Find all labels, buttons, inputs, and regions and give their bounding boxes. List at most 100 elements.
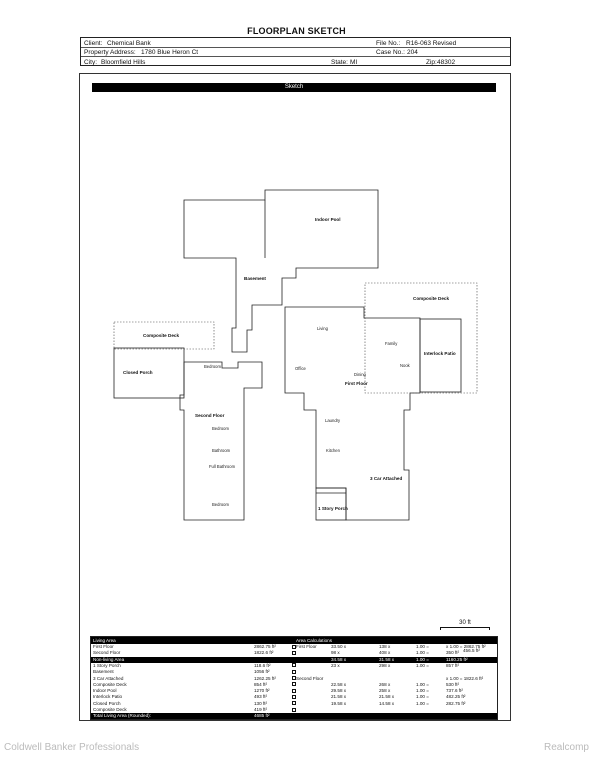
cell-dim2: 14.58 x <box>379 700 395 706</box>
label-bedroom-1: Bedroom <box>204 364 222 369</box>
cell-name: First Floor <box>93 644 114 649</box>
story-porch-outline <box>315 487 347 521</box>
cell-dim2: 138 x <box>379 644 391 649</box>
cell-name: Total Living Area (Rounded): <box>93 713 151 719</box>
checkbox-icon[interactable] <box>292 669 296 674</box>
table-row: Composite Deck 419 ft² <box>91 707 497 713</box>
composite-deck-left-outline <box>113 321 215 350</box>
checkbox-icon[interactable] <box>292 676 296 680</box>
checkbox-icon[interactable] <box>292 644 296 649</box>
checkbox-icon[interactable] <box>292 650 296 655</box>
checkbox-icon[interactable] <box>292 663 296 668</box>
cell-area: 493 ft² <box>254 694 268 700</box>
label-full-bathroom: Full Bathroom <box>209 464 236 469</box>
cell-name: 1 Story Porch <box>93 662 121 668</box>
cell-fac: 1.00 = <box>416 644 429 649</box>
state-label: State: <box>331 58 348 66</box>
cell-area: 1270 ft² <box>254 688 270 694</box>
cell-area: 419 ft² <box>254 707 268 712</box>
cell-area: 2862.75 ft² <box>254 644 276 649</box>
cell-res: 282.75 ft² <box>446 700 466 706</box>
label-indoor-pool: Indoor Pool <box>315 217 341 222</box>
cell-name: Second Floor <box>93 650 121 656</box>
cell-dim: 33.50 x <box>331 644 347 649</box>
cell-dim2: 31.58 x <box>379 656 395 662</box>
header-row-address: Property Address: 1780 Blue Heron Ct Cas… <box>81 48 510 58</box>
table-row: 1 Story Porch 118.6 ft² 23 x 298 x 1.00 = 857… <box>91 663 497 669</box>
label-story-porch: 1 Story Porch <box>318 506 348 511</box>
cell-res2: 456.5 ft² <box>463 648 480 653</box>
cell-dim: 23 x <box>331 662 340 668</box>
cell-area: 130 ft² <box>254 700 268 706</box>
file-value: R16-063 Revised <box>406 39 457 47</box>
basement-outline <box>183 189 379 353</box>
checkbox-icon[interactable] <box>292 682 296 687</box>
header-row-city: City: Bloomfield Hills State: MI Zip: 48… <box>81 57 510 67</box>
cell-dim2: 298 x <box>379 662 391 668</box>
header-box: Client: Chemical Bank File No.: R16-063 … <box>80 37 511 66</box>
cell-name: Interlock Patio <box>93 694 123 700</box>
scale-indicator: 30 ft <box>440 620 490 630</box>
cell-area: 1262.25 ft² <box>254 675 276 681</box>
client-label: Client: <box>84 39 103 47</box>
cell-fac: 1.00 = <box>416 662 429 668</box>
sketch-frame <box>79 73 511 721</box>
cell-dim: 19.58 x <box>331 700 347 706</box>
case-label: Case No.: <box>376 49 405 57</box>
cell-dim2: 258 x <box>379 688 391 694</box>
file-label: File No.: <box>376 39 401 47</box>
cell-name: Indoor Pool <box>93 688 117 694</box>
label-interlock-patio: Interlock Patio <box>424 351 456 356</box>
city-label: City: <box>84 58 97 66</box>
label-nook: Nook <box>400 363 411 368</box>
footer-brokerage: Coldwell Banker Professionals <box>4 742 140 753</box>
label-kitchen: Kitchen <box>326 448 341 453</box>
header-row-client: Client: Chemical Bank File No.: R16-063 … <box>81 38 510 48</box>
cell-fac: 1.00 = <box>416 681 429 687</box>
zip-label: Zip: <box>426 58 437 66</box>
label-closed-porch: Closed Porch <box>123 370 153 375</box>
cell-res: 737.6 ft² <box>446 688 463 694</box>
first-floor-outline <box>284 306 421 521</box>
table-row: Total Living Area (Rounded): 4685 ft² <box>91 713 497 720</box>
cell-dim2: 408 x <box>379 650 391 656</box>
checkbox-icon[interactable] <box>292 688 296 693</box>
checkbox-icon[interactable] <box>292 694 296 699</box>
cell-fac: 1.00 = <box>416 650 429 656</box>
cell-area: 1056 ft² <box>254 669 270 675</box>
cell-area: 4685 ft² <box>254 713 270 719</box>
cell-sec: First Floor <box>296 644 317 649</box>
label-living: Living <box>317 326 329 331</box>
checkbox-icon[interactable] <box>292 707 296 712</box>
checkbox-icon[interactable] <box>292 701 296 706</box>
cell-dim: 29.58 x <box>331 688 347 694</box>
table-row: Basement 1056 ft² <box>91 669 497 675</box>
city-value: Bloomfield Hills <box>101 58 146 66</box>
cell-fac: 1.00 = <box>416 688 429 694</box>
cell-res: 1160.25 ft² <box>446 656 468 662</box>
living-area-heading: Living Area <box>93 638 116 643</box>
page-title: FLOORPLAN SKETCH <box>247 26 346 36</box>
cell-res: x 1.00 = 1822.6 ft² <box>446 675 484 681</box>
label-composite-deck-top: Composite Deck <box>413 296 449 301</box>
label-laundry: Laundry <box>325 418 341 423</box>
cell-dim: 21.58 x <box>331 694 347 700</box>
area-calc-heading: Area Calculations <box>296 638 333 643</box>
cell-res: 857 ft² <box>446 662 460 668</box>
cell-name: Composite Deck <box>93 681 127 687</box>
cell-dim: 98 x <box>331 650 340 656</box>
case-value: 204 <box>407 49 418 57</box>
cell-dim: 22.58 x <box>331 681 347 687</box>
cell-name: Composite Deck <box>93 707 127 712</box>
cell-fac: 1.00 = <box>416 700 429 706</box>
cell-area: 854 ft² <box>254 681 268 687</box>
label-first-floor: First Floor <box>345 381 368 386</box>
cell-area: 118.6 ft² <box>254 662 271 668</box>
cell-name: Basement <box>93 669 114 675</box>
cell-res: 350 ft² <box>446 650 460 656</box>
